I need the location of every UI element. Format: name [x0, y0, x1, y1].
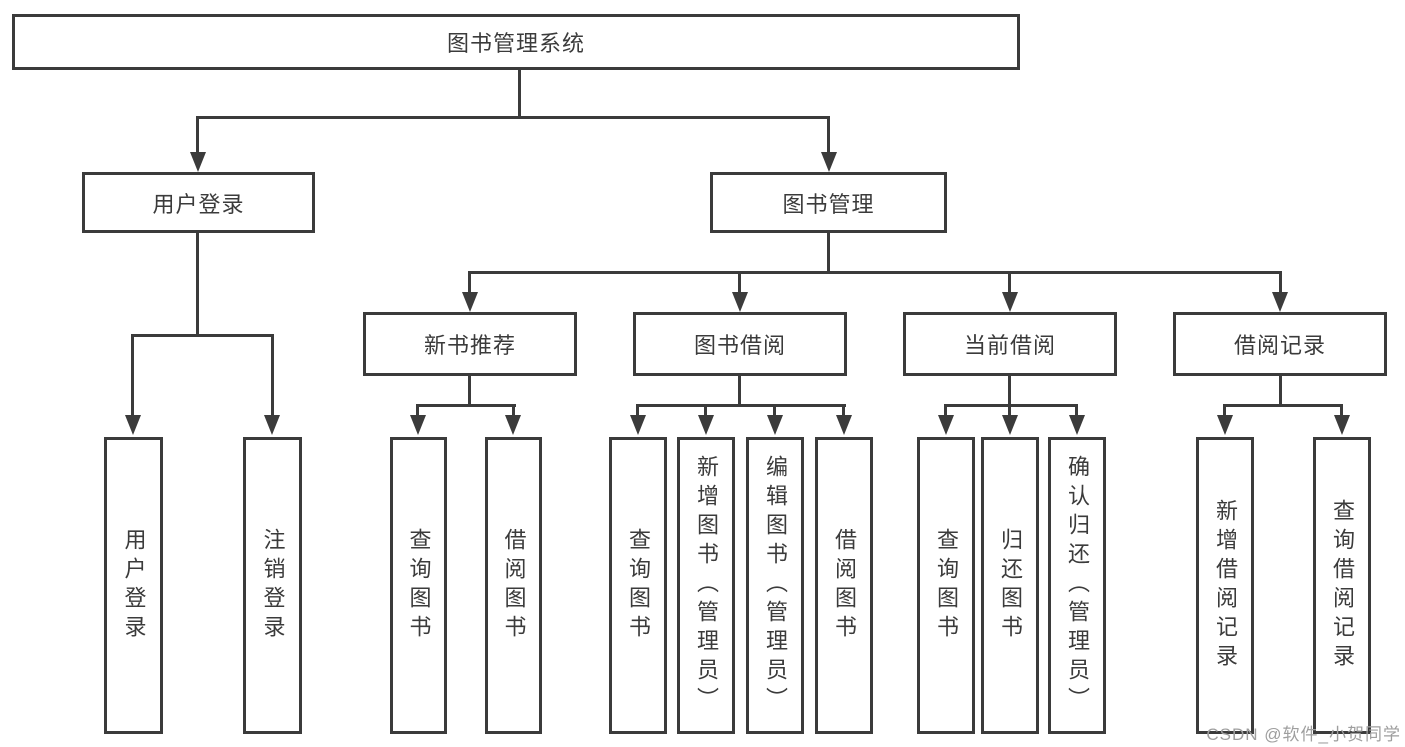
node-root: 图书管理系统: [12, 14, 1020, 70]
arrow-down-icon: [1002, 292, 1018, 312]
connector-line: [738, 271, 741, 296]
leaf-add-borrow-record: 新增借阅记录: [1196, 437, 1254, 734]
connector-line: [518, 70, 521, 118]
leaf-return-book: 归还图书: [981, 437, 1039, 734]
connector-line: [738, 376, 741, 406]
leaf-edit-book-admin: 编辑图书（管理员）: [746, 437, 804, 734]
arrow-down-icon: [938, 415, 954, 435]
connector-line: [842, 404, 845, 419]
node-user-login-label: 用户登录: [152, 191, 245, 217]
connector-line: [196, 116, 830, 119]
leaf-recommend-borrow-book: 借阅图书: [485, 437, 542, 734]
leaf-current-query-book-label: 查询图书: [934, 527, 959, 644]
arrow-down-icon: [732, 292, 748, 312]
node-new-book-recommend-label: 新书推荐: [423, 333, 516, 358]
node-book-borrow-label: 图书借阅: [693, 333, 786, 358]
arrow-down-icon: [630, 415, 646, 435]
leaf-return-book-label: 归还图书: [998, 527, 1023, 644]
leaf-add-borrow-record-label: 新增借阅记录: [1213, 498, 1238, 673]
arrow-down-icon: [1069, 415, 1085, 435]
leaf-logout-label: 注销登录: [260, 527, 286, 644]
connector-line: [1279, 376, 1282, 406]
connector-line: [1223, 404, 1226, 419]
leaf-user-login-label: 用户登录: [121, 527, 147, 644]
node-current-borrow-label: 当前借阅: [963, 333, 1056, 358]
connector-line: [416, 404, 419, 419]
connector-line: [468, 271, 1282, 274]
leaf-recommend-query-book: 查询图书: [390, 437, 447, 734]
leaf-user-login: 用户登录: [104, 437, 163, 734]
connector-line: [271, 334, 274, 419]
arrow-down-icon: [698, 415, 714, 435]
connector-line: [944, 404, 947, 419]
connector-line: [1223, 404, 1342, 407]
arrow-down-icon: [836, 415, 852, 435]
connector-line: [636, 404, 846, 407]
arrow-down-icon: [264, 415, 280, 435]
leaf-borrow-query-book-label: 查询图书: [626, 527, 651, 644]
leaf-confirm-return-admin: 确认归还（管理员）: [1048, 437, 1106, 734]
node-current-borrow: 当前借阅: [903, 312, 1117, 376]
leaf-add-book-admin: 新增图书（管理员）: [677, 437, 735, 734]
arrow-down-icon: [1272, 292, 1288, 312]
connector-line: [1279, 271, 1282, 296]
connector-line: [1075, 404, 1078, 419]
connector-line: [416, 404, 516, 407]
connector-line: [827, 233, 830, 274]
node-borrow-record-label: 借阅记录: [1233, 333, 1326, 358]
arrow-down-icon: [767, 415, 783, 435]
connector-line: [704, 404, 707, 419]
node-book-borrow: 图书借阅: [633, 312, 847, 376]
connector-line: [1340, 404, 1343, 419]
connector-line: [636, 404, 639, 419]
connector-line: [944, 404, 1078, 407]
connector-line: [468, 271, 471, 296]
connector-line: [827, 116, 830, 158]
arrow-down-icon: [1334, 415, 1350, 435]
leaf-borrow-query-book: 查询图书: [609, 437, 667, 734]
node-user-login: 用户登录: [82, 172, 315, 233]
leaf-current-query-book: 查询图书: [917, 437, 975, 734]
leaf-borrow-book-label: 借阅图书: [832, 527, 857, 644]
csdn-watermark: CSDN @软件_小贺同学: [1206, 725, 1401, 744]
connector-line: [773, 404, 776, 419]
arrow-down-icon: [505, 415, 521, 435]
leaf-confirm-return-admin-label: 确认归还（管理员）: [1065, 455, 1090, 716]
arrow-down-icon: [821, 152, 837, 172]
node-new-book-recommend: 新书推荐: [363, 312, 577, 376]
connector-line: [468, 376, 471, 406]
node-root-label: 图书管理系统: [446, 31, 585, 56]
leaf-query-borrow-record-label: 查询借阅记录: [1330, 498, 1355, 673]
leaf-query-borrow-record: 查询借阅记录: [1313, 437, 1371, 734]
arrow-down-icon: [190, 152, 206, 172]
node-borrow-record: 借阅记录: [1173, 312, 1387, 376]
leaf-borrow-book: 借阅图书: [815, 437, 873, 734]
node-book-management: 图书管理: [710, 172, 947, 233]
connector-line: [131, 334, 134, 419]
node-book-management-label: 图书管理: [782, 191, 875, 217]
arrow-down-icon: [1217, 415, 1233, 435]
arrow-down-icon: [410, 415, 426, 435]
leaf-logout: 注销登录: [243, 437, 302, 734]
leaf-edit-book-admin-label: 编辑图书（管理员）: [763, 455, 788, 716]
connector-line: [196, 116, 199, 158]
arrow-down-icon: [462, 292, 478, 312]
arrow-down-icon: [1002, 415, 1018, 435]
connector-line: [131, 334, 274, 337]
connector-line: [1008, 271, 1011, 296]
leaf-recommend-borrow-book-label: 借阅图书: [501, 527, 527, 644]
leaf-recommend-query-book-label: 查询图书: [406, 527, 432, 644]
connector-line: [1008, 376, 1011, 406]
arrow-down-icon: [125, 415, 141, 435]
connector-line: [1008, 404, 1011, 419]
connector-line: [196, 233, 199, 336]
connector-line: [512, 404, 515, 419]
leaf-add-book-admin-label: 新增图书（管理员）: [694, 455, 719, 716]
